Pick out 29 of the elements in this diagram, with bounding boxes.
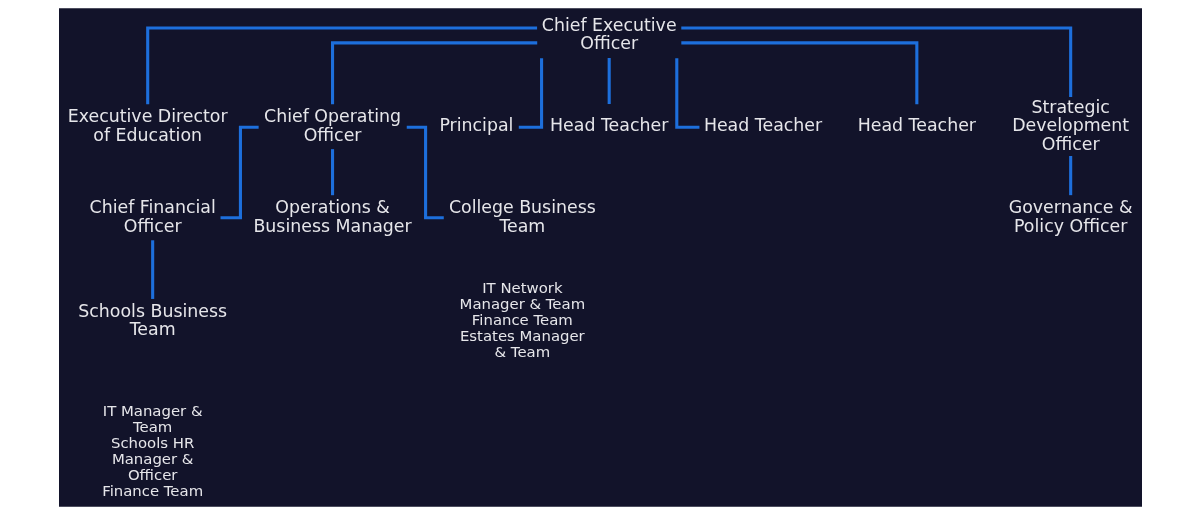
connector bbox=[607, 58, 611, 105]
node-label: Finance Team bbox=[102, 482, 204, 501]
node-label: Finance Team bbox=[471, 311, 573, 330]
node-text: Principal bbox=[439, 115, 514, 136]
connector bbox=[146, 26, 538, 105]
node-text: Chief Executive Officer bbox=[541, 14, 677, 54]
connector bbox=[681, 26, 1073, 98]
connector bbox=[675, 58, 700, 129]
node-text: Head Teacher bbox=[857, 115, 976, 136]
node-text: College Business Team bbox=[448, 197, 596, 236]
node-text: Governance & Policy Officer bbox=[1008, 197, 1133, 236]
node-label: Schools HR Manager & Officer bbox=[110, 434, 195, 485]
node-text: Strategic Development Officer bbox=[1012, 96, 1130, 154]
node-text: Operations & Business Manager bbox=[253, 197, 412, 236]
connector bbox=[151, 240, 155, 299]
connector bbox=[1069, 155, 1073, 196]
node-label: Estates Manager & Team bbox=[459, 327, 585, 362]
node-label: IT Manager & Team bbox=[102, 401, 203, 436]
connector bbox=[331, 149, 335, 196]
node-text: Chief Financial Officer bbox=[89, 197, 216, 236]
node-text: Head Teacher bbox=[550, 115, 669, 136]
node-text: Chief Operating Officer bbox=[264, 105, 402, 145]
node-text: Schools Business Team bbox=[78, 300, 228, 340]
connector bbox=[331, 41, 538, 105]
node-label: IT Network Manager & Team bbox=[459, 278, 586, 314]
connector bbox=[518, 58, 544, 129]
node-text: Executive Director of Education bbox=[67, 105, 228, 145]
node-text: Head Teacher bbox=[703, 115, 823, 136]
connector bbox=[681, 41, 919, 105]
